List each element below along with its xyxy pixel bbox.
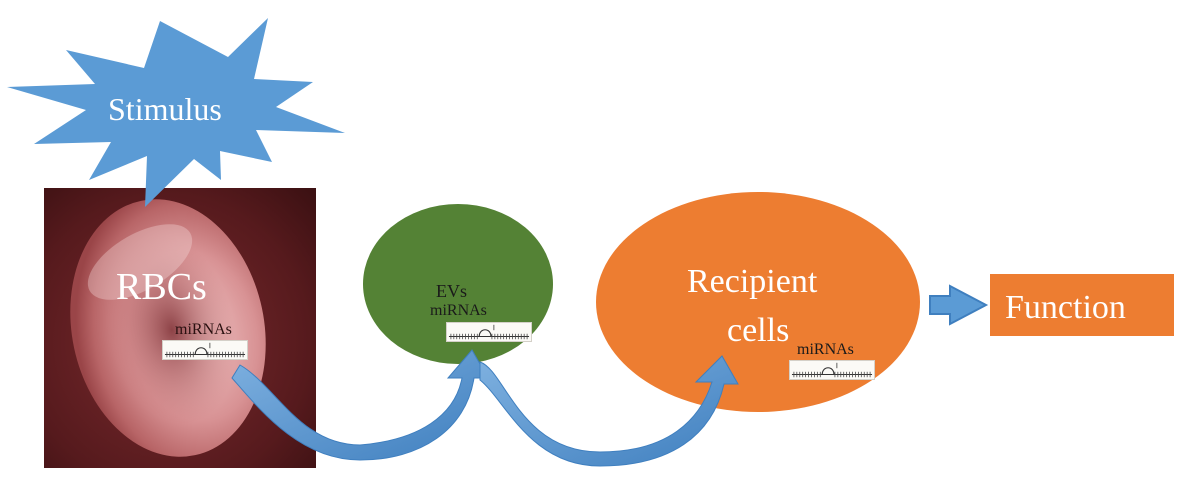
mirna-hairpin-icon [164,342,246,358]
recipient-mirna-label: miRNAs [797,341,854,358]
mirna-hairpin-loop [194,347,208,355]
evs-label: EVs [436,281,467,301]
function-box [990,274,1174,336]
recipient-cells-ellipse [596,192,920,412]
mirna-strip-recipient [789,360,875,380]
block-arrow-right [929,284,989,326]
stimulus-label: Stimulus [108,91,222,127]
curved-arrow-evs-to-recipient [479,355,739,467]
mirna-hairpin-icon [448,324,530,340]
mirna-hairpin-icon [791,362,873,378]
rbc-mirna-label: miRNAs [175,321,232,338]
recipient-label-line1: Recipient [687,263,818,300]
evs-mirna-label: miRNAs [430,302,487,319]
recipient-label-line2: cells [727,312,790,349]
rbc-label: RBCs [116,266,207,308]
function-label: Function [1005,289,1126,326]
stimulus-starburst [7,18,345,207]
mirna-hairpin-loop [821,367,835,375]
mirna-hairpin-loop [478,329,492,337]
mirna-strip-rbc [162,340,248,360]
mirna-strip-evs [446,322,532,342]
red-blood-cell-image [70,199,266,457]
